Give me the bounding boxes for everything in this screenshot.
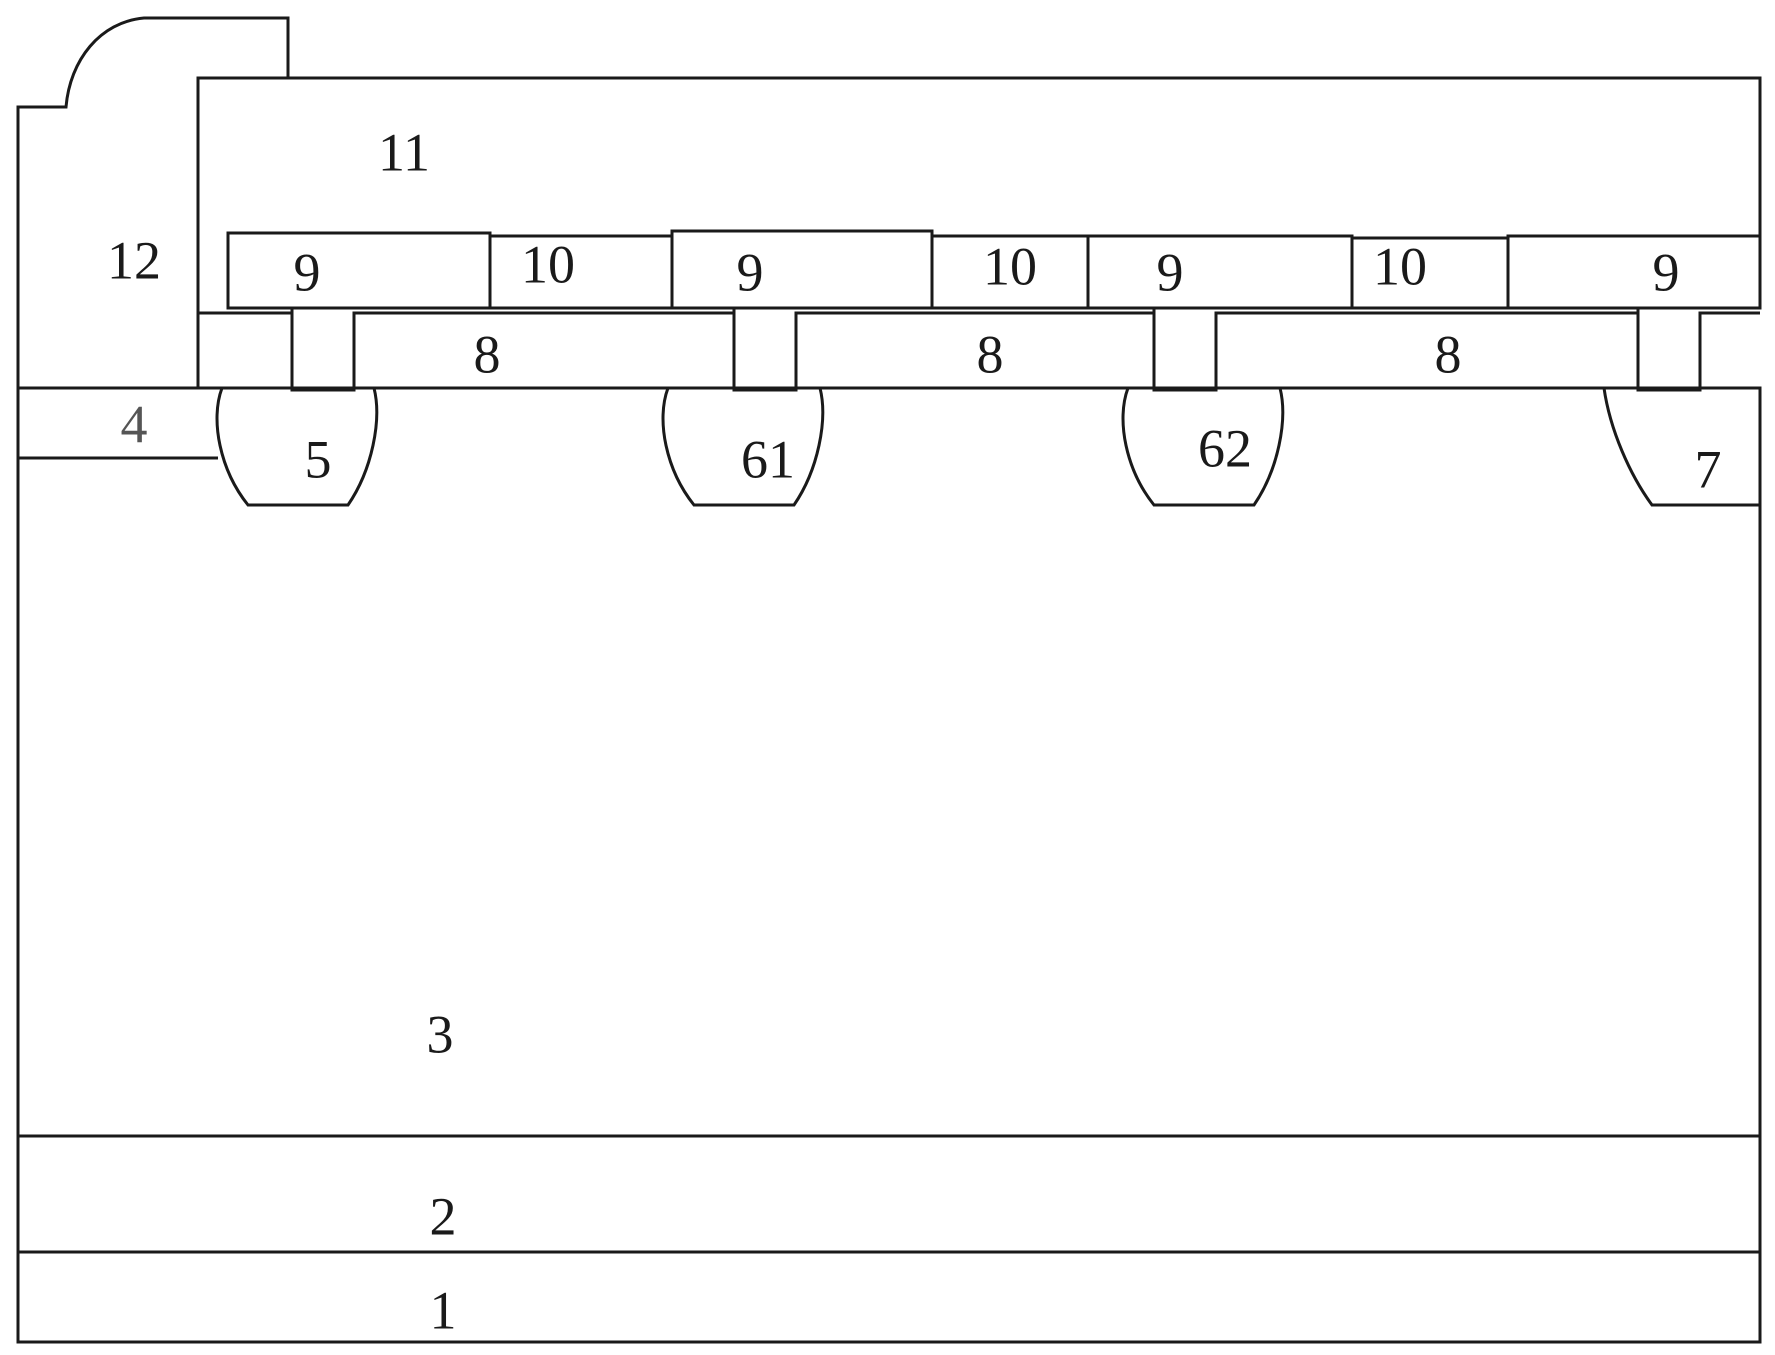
label-10-a: 10 — [521, 234, 575, 294]
layer-3 — [16, 386, 1762, 1138]
region-7 — [1602, 387, 1760, 507]
label-8-b: 8 — [977, 324, 1004, 384]
label-11: 11 — [378, 122, 430, 182]
label-8-a: 8 — [474, 324, 501, 384]
well-61 — [661, 387, 825, 507]
plate-9-b — [670, 229, 934, 310]
well-5 — [215, 387, 379, 507]
passivation-11 — [196, 76, 1762, 313]
contact-9b-stem — [732, 308, 798, 392]
label-10-c: 10 — [1373, 236, 1427, 296]
label-9-a: 9 — [294, 242, 321, 302]
label-61: 61 — [741, 429, 795, 489]
layer-2 — [16, 1134, 1762, 1254]
label-62: 62 — [1198, 418, 1252, 478]
label-7: 7 — [1695, 439, 1722, 499]
well-62 — [1121, 387, 1285, 507]
label-9-c: 9 — [1157, 242, 1184, 302]
label-9-b: 9 — [737, 242, 764, 302]
label-4: 4 — [121, 394, 148, 454]
oxide-8-b — [794, 311, 1156, 390]
label-12: 12 — [107, 230, 161, 290]
label-5: 5 — [305, 429, 332, 489]
label-8-c: 8 — [1435, 324, 1462, 384]
label-2: 2 — [430, 1186, 457, 1246]
plate-9-d — [1506, 234, 1762, 310]
plate-9-c — [1086, 234, 1354, 310]
spacer-10-a — [488, 234, 674, 310]
label-10-b: 10 — [983, 236, 1037, 296]
plate-9-a — [226, 231, 492, 310]
electrode-12 — [16, 16, 290, 388]
label-9-d: 9 — [1653, 242, 1680, 302]
oxide-8-a — [352, 311, 736, 390]
label-3: 3 — [427, 1004, 454, 1064]
contact-9c-stem — [1152, 308, 1218, 392]
oxide-8-c — [1214, 311, 1640, 390]
layer-1 — [16, 1250, 1762, 1344]
label-1: 1 — [430, 1280, 457, 1340]
contact-9d-stem — [1636, 308, 1702, 392]
oxide-left-stub — [196, 311, 294, 388]
oxide-right-stub — [1698, 311, 1760, 388]
contact-9a-stem — [290, 308, 356, 392]
